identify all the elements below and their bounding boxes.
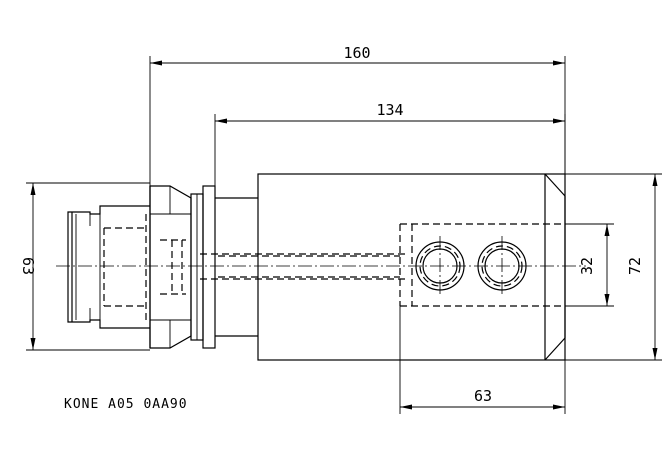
cap-hidden-lines [103,214,186,320]
knob-grip [67,205,150,329]
centerlines [56,236,586,296]
part-code-label: KONE A05 0AA90 [64,397,188,412]
dim-63-left-label: 63 [19,257,37,275]
shaft [215,197,258,337]
dim-overall-length: 160 [149,44,566,186]
hidden-port-block [399,223,565,307]
cap-housing [149,185,192,349]
dim-cap-height: 63 [19,182,150,351]
dim-63-bottom-label: 63 [474,387,492,405]
dim-port-block-width: 63 [399,306,566,414]
dim-32-label: 32 [578,257,596,275]
dim-port-spacing: 32 [565,223,614,307]
dim-72-label: 72 [626,257,644,275]
main-body [257,173,566,361]
dim-134-label: 134 [376,101,403,119]
dim-body-height: 72 [565,173,662,361]
hidden-bore [200,253,408,280]
dim-160-label: 160 [343,44,370,62]
dim-body-length: 134 [214,101,566,186]
flange [190,185,216,349]
